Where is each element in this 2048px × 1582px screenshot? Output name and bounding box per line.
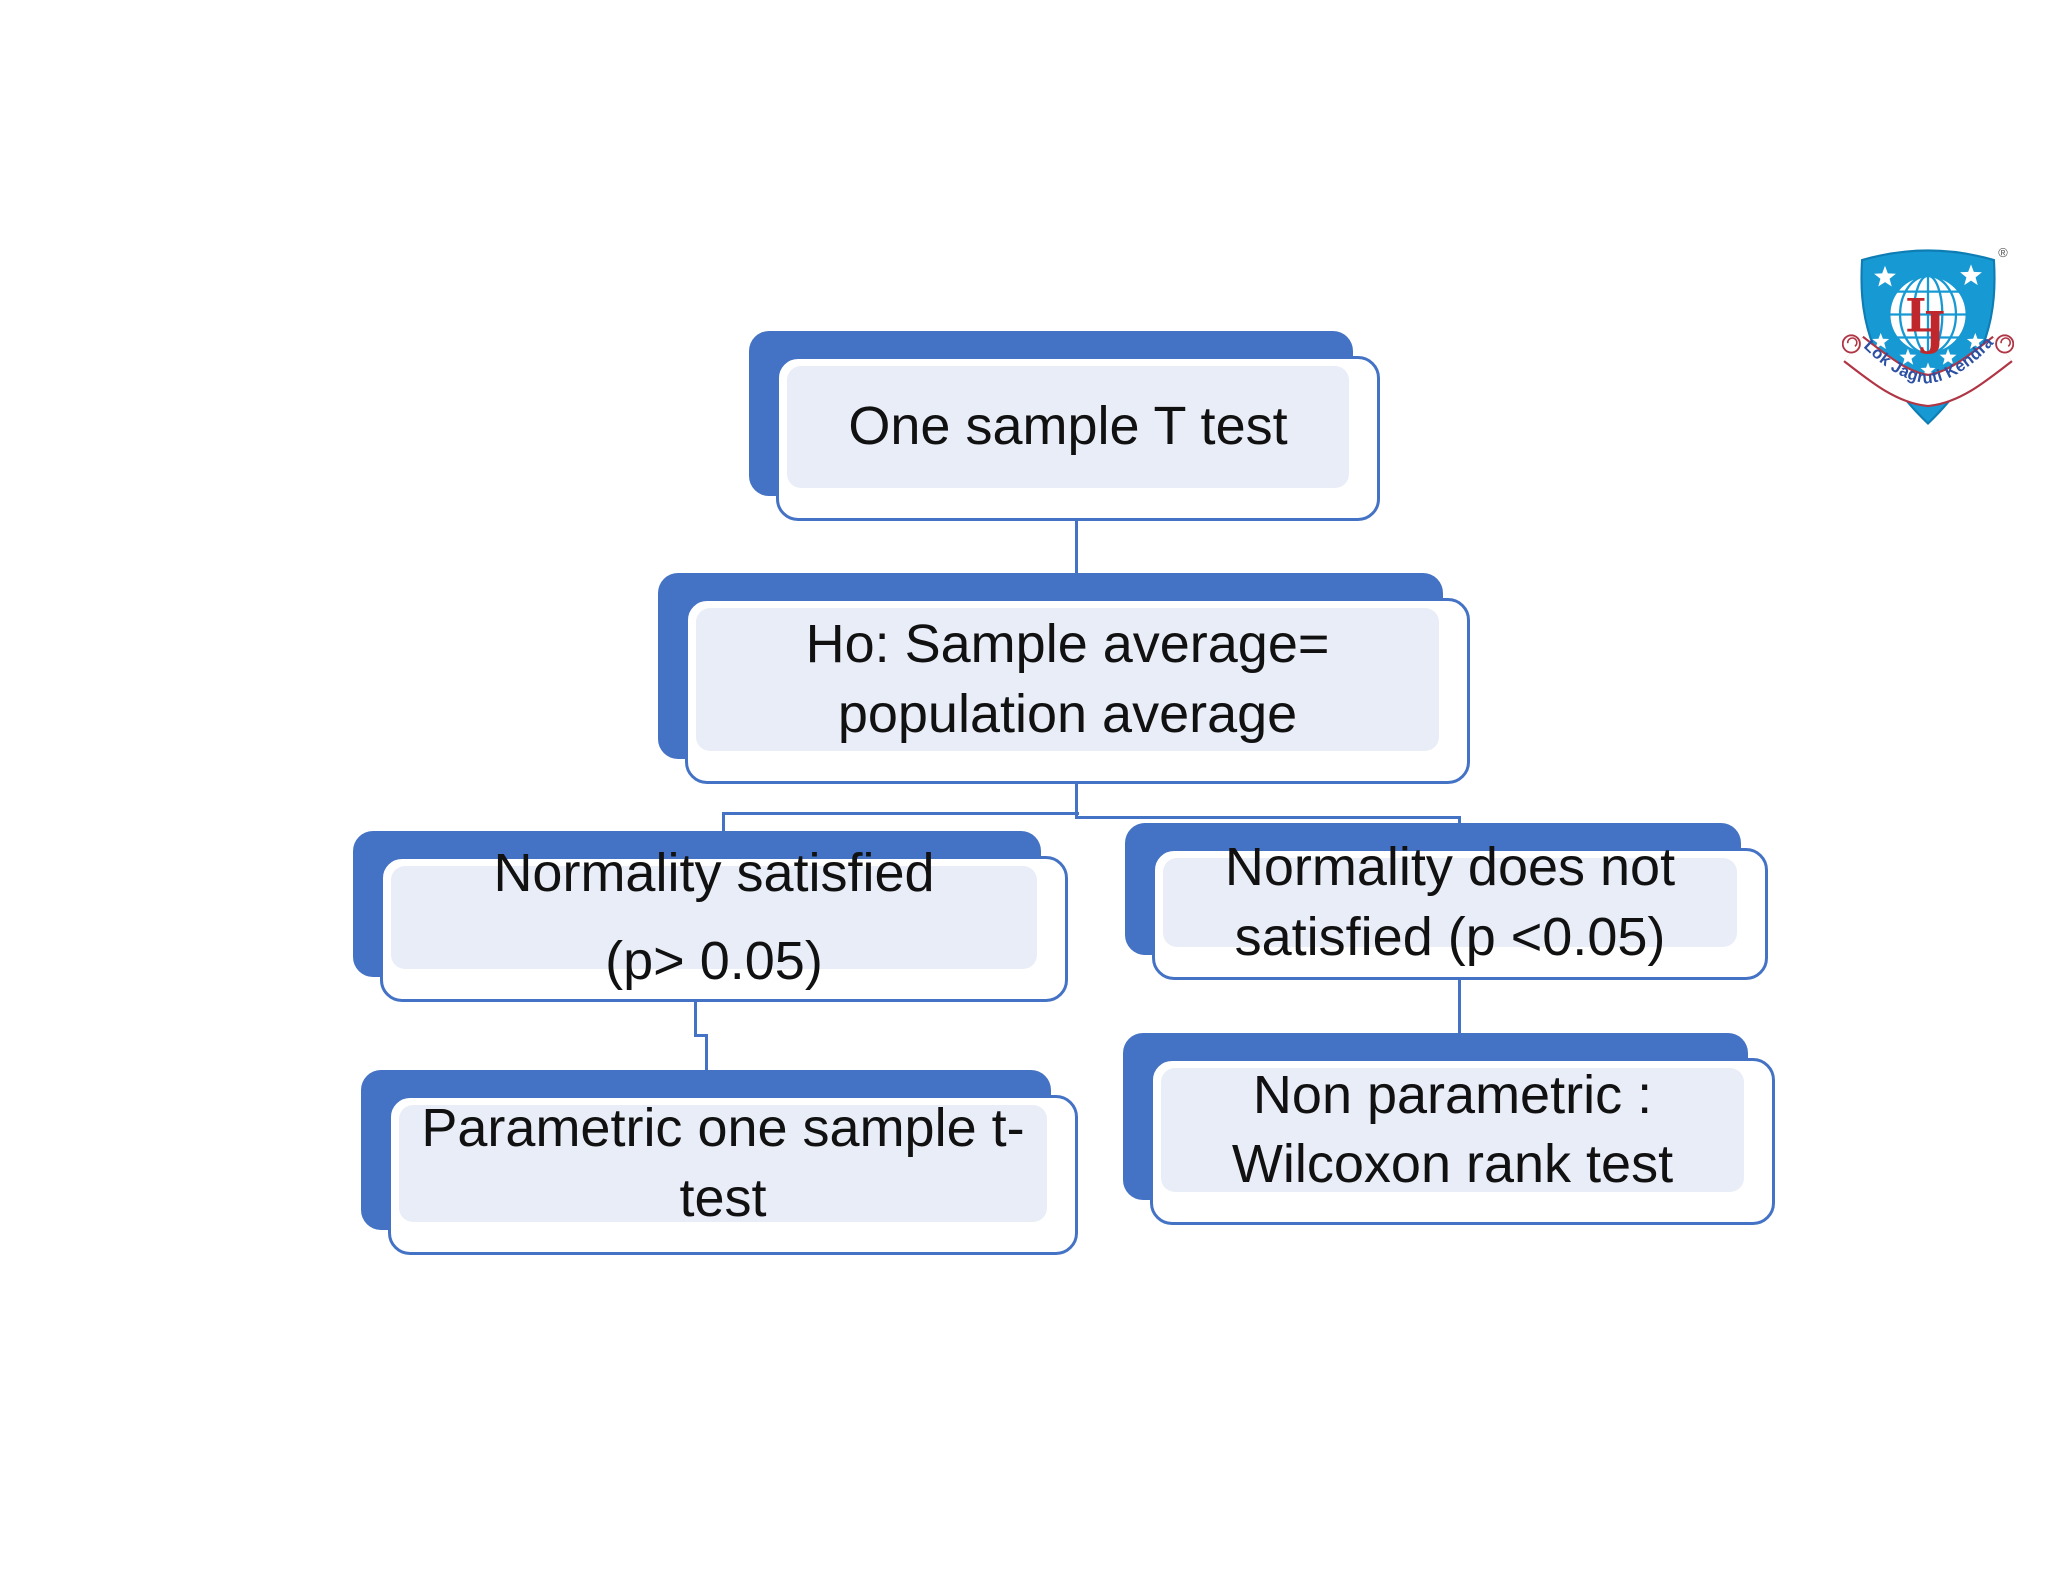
lok-jagruti-kendra-logo: L J Lok Jagruti Kendra ® — [1842, 245, 2014, 425]
connector-left-elbow-bottom — [705, 1034, 708, 1072]
node-fill: Non parametric : Wilcoxon rank test — [1161, 1065, 1744, 1194]
monogram-letter-l: L — [1905, 289, 1937, 343]
node-parametric-test: Parametric one sample t- test — [361, 1070, 1078, 1255]
connector-branch-right-drop — [1458, 816, 1461, 828]
node-label-line: satisfied (p <0.05) — [1234, 906, 1666, 967]
node-label-line: (p> 0.05) — [605, 930, 823, 991]
node-label-line: Normality does not — [1224, 837, 1676, 898]
monogram-letter-j: J — [1920, 302, 1946, 356]
node-fill: Ho: Sample average= population average — [696, 608, 1439, 751]
node-label-line: population average — [837, 683, 1298, 744]
connector-branch-left-horizontal — [722, 812, 1079, 815]
node-null-hypothesis: Ho: Sample average= population average — [658, 573, 1470, 784]
node-one-sample-t-test: One sample T test — [749, 331, 1380, 521]
node-face: Normality does not satisfied (p <0.05) — [1152, 837, 1768, 980]
node-label-line: Normality satisfied — [493, 843, 935, 904]
connector-left-elbow-top — [694, 1002, 697, 1036]
node-face: One sample T test — [776, 356, 1380, 521]
node-normality-not-satisfied: Normality does not satisfied (p <0.05) — [1125, 823, 1768, 980]
node-face: Non parametric : Wilcoxon rank test — [1150, 1058, 1775, 1225]
node-nonparametric-test: Non parametric : Wilcoxon rank test — [1123, 1033, 1775, 1225]
node-face: Parametric one sample t- test — [388, 1095, 1078, 1255]
globe-icon — [1888, 274, 1968, 355]
connector-branch-left-drop — [722, 812, 725, 834]
node-fill: Normality does not satisfied (p <0.05) — [1163, 837, 1737, 967]
node-label-line: One sample T test — [848, 396, 1288, 457]
connector-root-to-hypothesis — [1075, 521, 1078, 573]
node-fill: Normality satisfied (p> 0.05) — [391, 843, 1037, 991]
node-label-line: test — [679, 1167, 767, 1228]
node-label-line: Ho: Sample average= — [805, 614, 1330, 675]
node-label-line: Parametric one sample t- — [421, 1098, 1025, 1159]
connector-right-vertical — [1458, 980, 1461, 1035]
node-face: Ho: Sample average= population average — [685, 598, 1470, 784]
node-fill: Parametric one sample t- test — [399, 1098, 1047, 1228]
connector-left-elbow-jog — [694, 1034, 708, 1037]
node-face: Normality satisfied (p> 0.05) — [380, 843, 1068, 1002]
node-normality-satisfied: Normality satisfied (p> 0.05) — [353, 831, 1068, 1002]
connector-hypothesis-stem — [1075, 784, 1078, 819]
connector-branch-right-horizontal — [1075, 816, 1461, 819]
node-label-line: Non parametric : — [1252, 1064, 1653, 1125]
node-label-line: Wilcoxon rank test — [1231, 1134, 1674, 1194]
registered-mark: ® — [1998, 245, 2008, 260]
node-fill: One sample T test — [787, 366, 1349, 488]
